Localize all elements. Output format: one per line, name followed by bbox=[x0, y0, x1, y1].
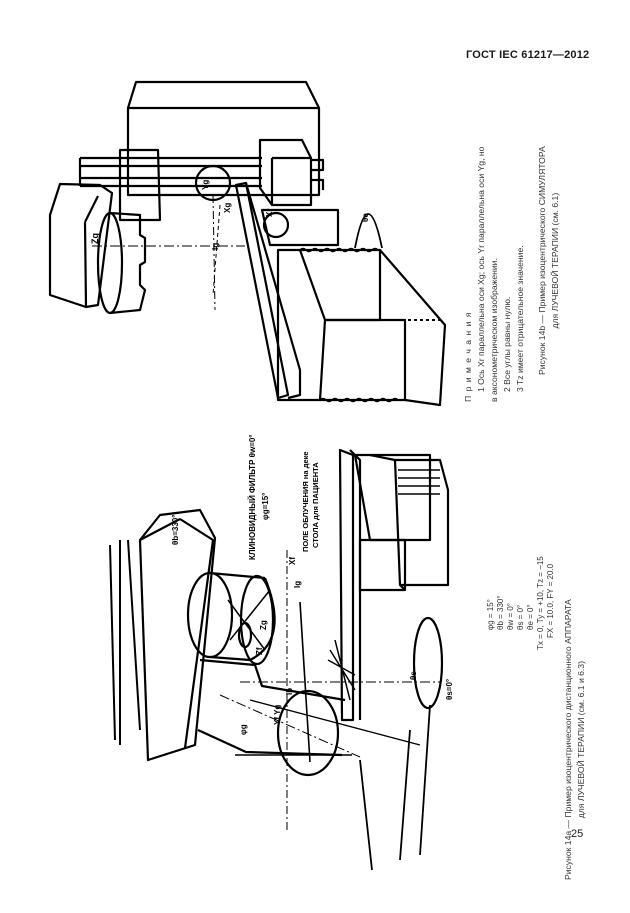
label-phi-g: φg=15° bbox=[261, 493, 270, 520]
label-ib: Ib bbox=[285, 688, 294, 695]
label-xf: Xf bbox=[288, 557, 297, 565]
label-ig-14b: Ig bbox=[211, 243, 220, 250]
label-zg-14a: Zg bbox=[259, 620, 268, 630]
label-ig-14a: Ig bbox=[293, 581, 302, 588]
label-wedge-filter: КЛИНОВИДНЫЙ ФИЛЬТР θw=0° bbox=[248, 435, 257, 561]
label-yg-14b: Yg bbox=[201, 180, 210, 190]
label-theta-s0: θs=0° bbox=[445, 679, 454, 700]
label-xr-14b: Xr bbox=[265, 209, 274, 217]
figure-14b-simulator-drawing bbox=[48, 80, 447, 407]
figure-14a-apparatus-drawing bbox=[109, 448, 450, 871]
label-field-2: СТОЛА для ПАЦИЕНТА bbox=[311, 462, 320, 548]
label-zg-14b: Zg bbox=[90, 233, 100, 244]
label-theta-e: θe bbox=[361, 213, 370, 222]
label-zf: Zf bbox=[255, 647, 264, 655]
label-phi-g-small: φg bbox=[239, 724, 248, 735]
label-yf: Yf Yg bbox=[273, 705, 282, 725]
label-theta-b: θb=330° bbox=[171, 515, 180, 545]
label-theta-s: θs bbox=[409, 671, 418, 680]
document-header: ГОСТ IEC 61217—2012 bbox=[466, 49, 590, 61]
label-xg-14b: Xg bbox=[223, 203, 232, 213]
label-field-1: ПОЛЕ ОБЛУЧЕНИЯ на деке bbox=[301, 451, 310, 552]
drawing-labels: Zg Yg Xg Ig Xr θe θb=330° КЛИНОВИДНЫЙ ФИ… bbox=[90, 180, 454, 735]
page-number: 25 bbox=[571, 828, 584, 840]
